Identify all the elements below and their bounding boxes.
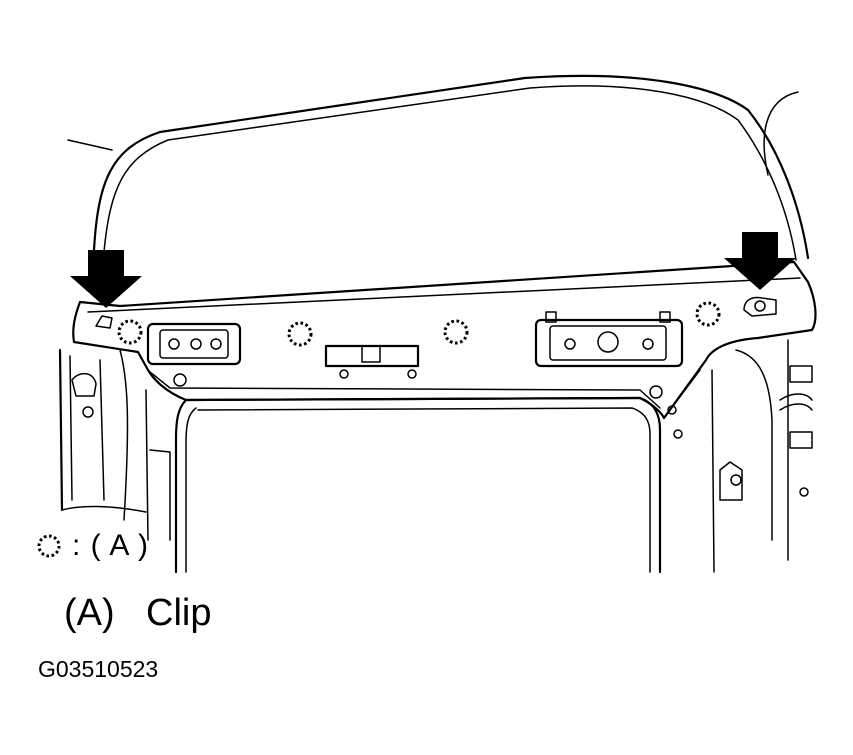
- left-pillar: [58, 348, 171, 541]
- clip-marker: [695, 301, 721, 327]
- pointer-arrows: [70, 232, 796, 308]
- caption: (A) Clip: [64, 592, 211, 635]
- clip-marker: [117, 319, 143, 345]
- figure-id: G03510523: [38, 656, 159, 682]
- caption-label: Clip: [146, 592, 212, 634]
- back-door-opening: [173, 373, 663, 574]
- dotted-circle-clip-icon: [37, 534, 61, 558]
- legend-label: : ( A ): [72, 529, 150, 562]
- right-pillar: [667, 339, 813, 573]
- legend: : ( A ): [34, 528, 149, 564]
- clip-marker: [443, 319, 469, 345]
- headliner-outline: [67, 74, 810, 261]
- center-handle: [324, 344, 420, 379]
- clip-markers: [117, 301, 721, 347]
- corner-clips: [95, 296, 777, 329]
- left-hinge-bracket: [146, 322, 242, 366]
- left-arrow-icon: [70, 250, 142, 308]
- right-hinge-bracket: [534, 311, 684, 368]
- roof-trim-diagram: [58, 74, 817, 574]
- right-arrow-icon: [724, 232, 796, 290]
- caption-key: (A): [64, 592, 115, 634]
- clip-marker: [287, 321, 313, 347]
- rear-header-panel: [72, 260, 817, 420]
